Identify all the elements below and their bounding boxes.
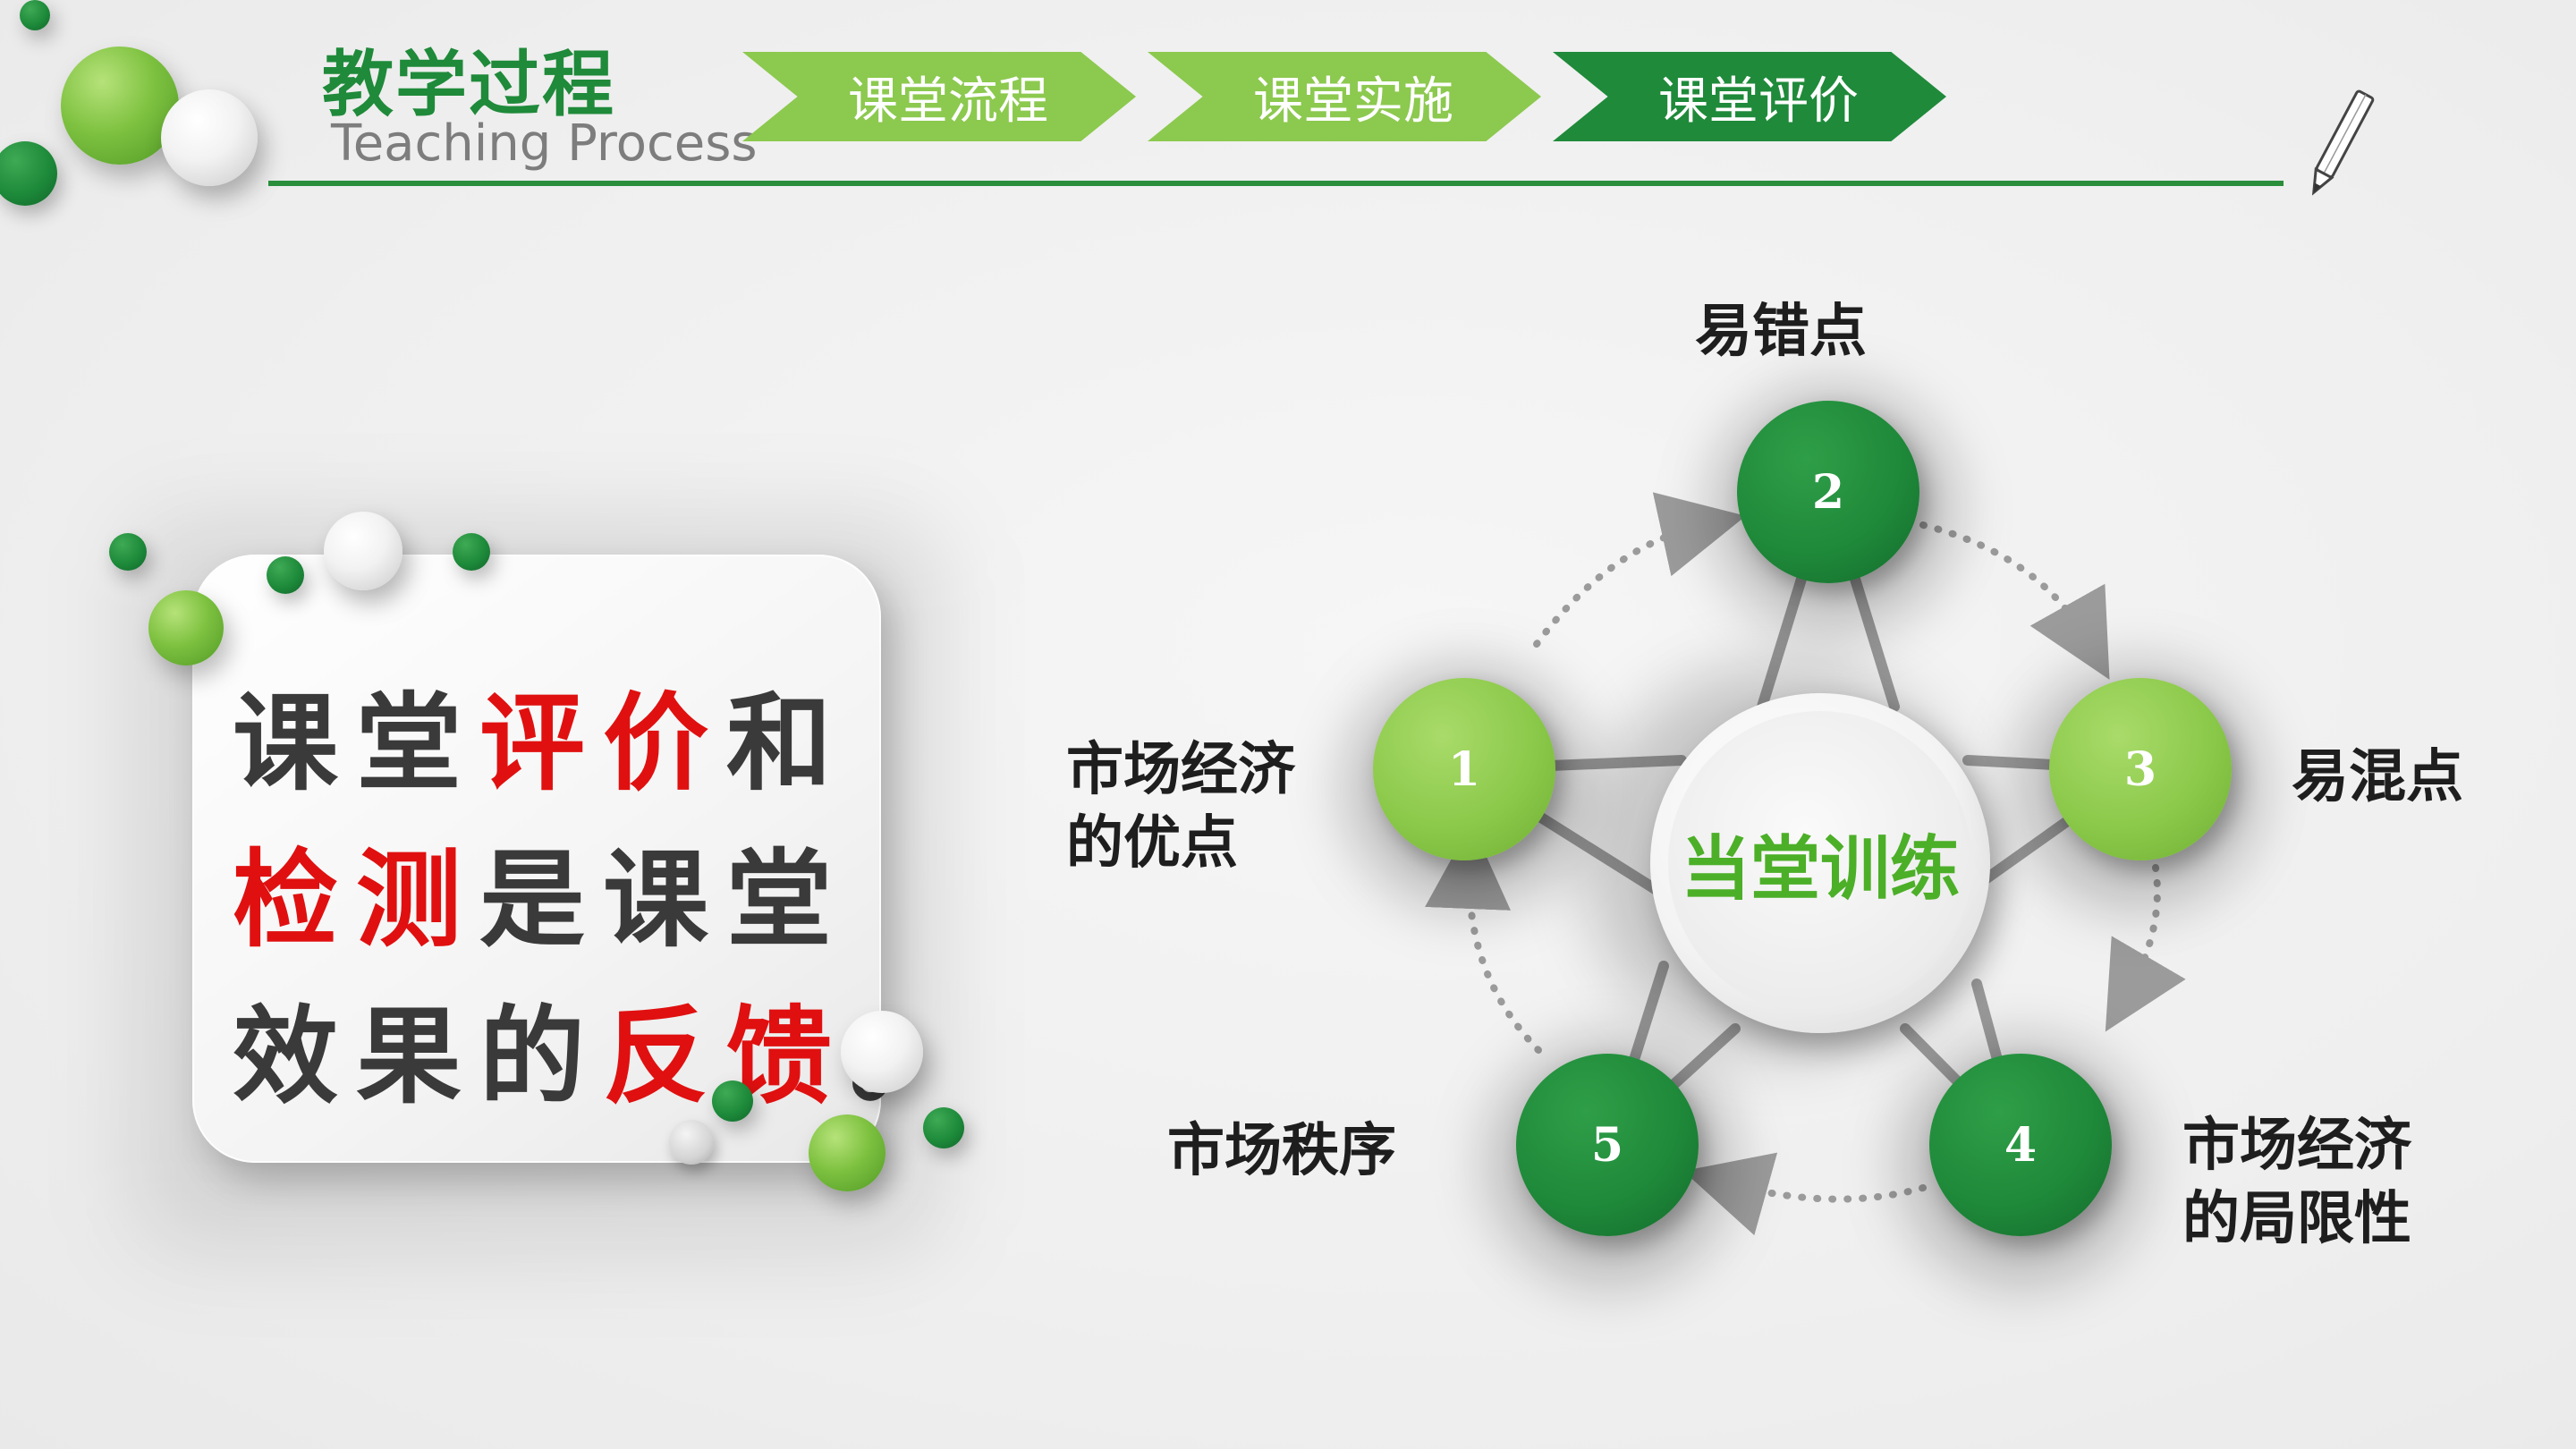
- decor-sphere-green-dark: [0, 141, 57, 206]
- node-4-label: 市场经济 的局限性: [2182, 1109, 2411, 1256]
- card-text: 和: [726, 682, 851, 805]
- node-1[interactable]: 1: [1373, 678, 1555, 860]
- decor-sphere-white: [841, 1011, 923, 1093]
- node-3[interactable]: 3: [2049, 678, 2232, 860]
- card-text: 效果的: [233, 995, 604, 1118]
- node-2[interactable]: 2: [1737, 401, 1919, 583]
- node-label-line: 易错点: [1695, 299, 1867, 365]
- decor-sphere-green-dark: [267, 556, 304, 594]
- decor-sphere-green-dark: [712, 1080, 753, 1122]
- step-label: 课堂流程: [848, 72, 1048, 131]
- node-2-label: 易错点: [1695, 295, 1867, 369]
- node-5-label: 市场秩序: [1167, 1114, 1396, 1188]
- node-number: 5: [1590, 1117, 1624, 1173]
- card-highlight-text: 检测: [233, 838, 480, 962]
- decor-sphere-white: [324, 512, 402, 590]
- card-text-line-1: 课堂评价和: [233, 657, 850, 810]
- decor-sphere-green-light: [148, 590, 224, 665]
- step-label: 课堂评价: [1658, 72, 1859, 131]
- node-label-line: 的局限性: [2182, 1186, 2411, 1252]
- step-label: 课堂实施: [1253, 72, 1453, 131]
- decor-sphere-green-dark: [453, 533, 490, 571]
- node-4[interactable]: 4: [1929, 1054, 2112, 1236]
- decor-sphere-white: [161, 89, 258, 186]
- decor-sphere-grey: [669, 1120, 714, 1165]
- decor-sphere-green-dark: [20, 0, 50, 30]
- node-label-line: 易混点: [2292, 744, 2463, 810]
- decor-sphere-green-light: [61, 47, 179, 165]
- card-highlight-text: 评价: [479, 682, 727, 805]
- pen-icon: [2311, 89, 2375, 196]
- node-3-label: 易混点: [2292, 741, 2463, 814]
- step-course-evaluation[interactable]: 课堂评价: [1553, 52, 1946, 141]
- center-inner: 当堂训练: [1668, 711, 1972, 1015]
- center-circle: 当堂训练: [1650, 693, 1990, 1033]
- card-text: 是课堂: [479, 838, 851, 962]
- node-number: 3: [2123, 741, 2157, 797]
- step-course-implementation[interactable]: 课堂实施: [1148, 52, 1541, 141]
- node-label-line: 市场经济: [1066, 737, 1295, 803]
- node-1-label: 市场经济 的优点: [1066, 733, 1295, 880]
- node-label-line: 的优点: [1066, 810, 1238, 877]
- summary-card: [192, 555, 881, 1163]
- page-subtitle: Teaching Process: [331, 114, 758, 173]
- decor-sphere-green-light: [809, 1114, 886, 1191]
- node-label-line: 市场秩序: [1167, 1118, 1396, 1184]
- decor-sphere-green-dark: [923, 1107, 964, 1148]
- node-number: 1: [1447, 741, 1481, 797]
- node-5[interactable]: 5: [1516, 1054, 1699, 1236]
- step-course-flow[interactable]: 课堂流程: [742, 52, 1136, 141]
- center-label: 当堂训练: [1680, 829, 1960, 910]
- card-text: 课堂: [233, 682, 480, 805]
- node-label-line: 市场经济: [2182, 1113, 2411, 1179]
- decor-sphere-green-dark: [109, 533, 147, 571]
- card-text-line-2: 检测是课堂: [233, 814, 850, 967]
- page-title: 教学过程: [322, 43, 615, 126]
- header-divider: [268, 181, 2284, 186]
- node-number: 2: [1811, 464, 1845, 520]
- node-number: 4: [2004, 1117, 2038, 1173]
